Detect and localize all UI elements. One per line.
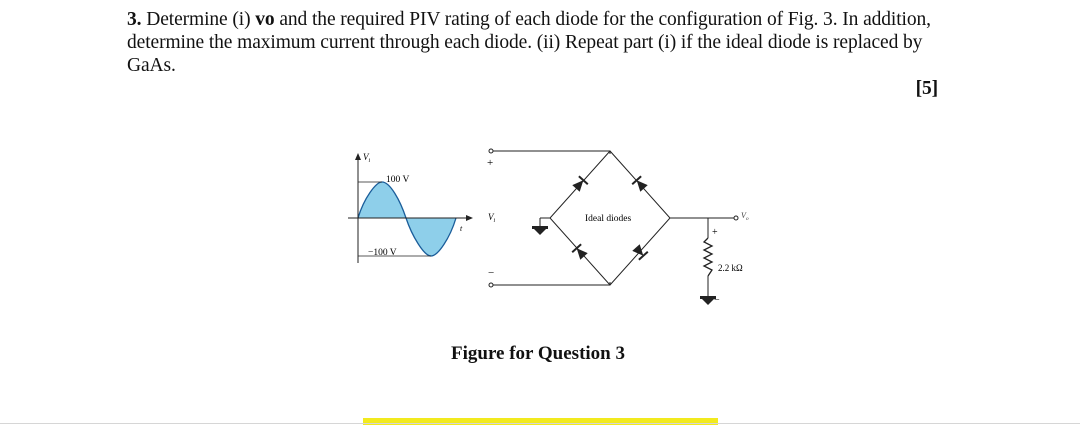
- x-axis-label: t: [460, 224, 463, 233]
- input-minus-sign: −: [488, 267, 494, 279]
- ground-symbol-left: [532, 226, 548, 235]
- circuit-diagram: Vi 100 V −100 V t + Vi −: [348, 148, 749, 306]
- diode-lower-left: [571, 243, 588, 260]
- diode-upper-right: [631, 175, 648, 192]
- diode-upper-left: [572, 175, 589, 192]
- output-terminal: Vo: [733, 211, 749, 222]
- question-bold-term: vo: [255, 9, 275, 30]
- highlight-bar: [363, 418, 718, 425]
- input-waveform-graph: Vi 100 V −100 V t: [348, 152, 473, 263]
- x-axis-arrow: [466, 215, 473, 221]
- page-bottom-rule: [0, 423, 1080, 424]
- bridge-outline: [549, 150, 671, 286]
- question-text-part-1: Determine (i): [141, 9, 256, 30]
- bridge-label: Ideal diodes: [585, 214, 631, 224]
- output-terminal-dot: [733, 215, 739, 221]
- ground-symbol-right: [700, 296, 716, 305]
- figure-caption: Figure for Question 3: [451, 343, 625, 364]
- diode-bridge: Ideal diodes: [549, 150, 671, 286]
- trough-label: −100 V: [368, 248, 397, 258]
- question-text: 3. Determine (i) vo and the required PIV…: [127, 8, 942, 100]
- resistor-plus-sign: +: [712, 227, 718, 238]
- input-terminals: + Vi −: [487, 148, 496, 288]
- question-number: 3.: [127, 9, 142, 30]
- input-plus-sign: +: [487, 157, 493, 169]
- circuit-figure: Vi 100 V −100 V t + Vi −: [340, 138, 770, 323]
- load-resistor: + 2.2 kΩ −: [702, 227, 743, 306]
- input-top-terminal: [488, 148, 494, 154]
- marks-label: [5]: [915, 78, 939, 99]
- marks-line: [5]: [127, 77, 942, 100]
- y-axis-label: Vi: [363, 152, 371, 164]
- peak-label: 100 V: [386, 175, 409, 185]
- circuit-wires: [493, 150, 734, 296]
- input-voltage-label: Vi: [488, 212, 496, 224]
- resistor-zigzag: [702, 237, 714, 277]
- y-axis-arrow: [355, 153, 361, 160]
- input-bottom-terminal: [488, 282, 494, 288]
- resistor-minus-sign: −: [714, 295, 720, 306]
- resistor-label: 2.2 kΩ: [718, 263, 743, 273]
- output-voltage-label: Vo: [741, 211, 749, 222]
- question-text-part-2: and the required PIV rating of each diod…: [127, 9, 931, 76]
- diode-lower-right: [632, 244, 649, 261]
